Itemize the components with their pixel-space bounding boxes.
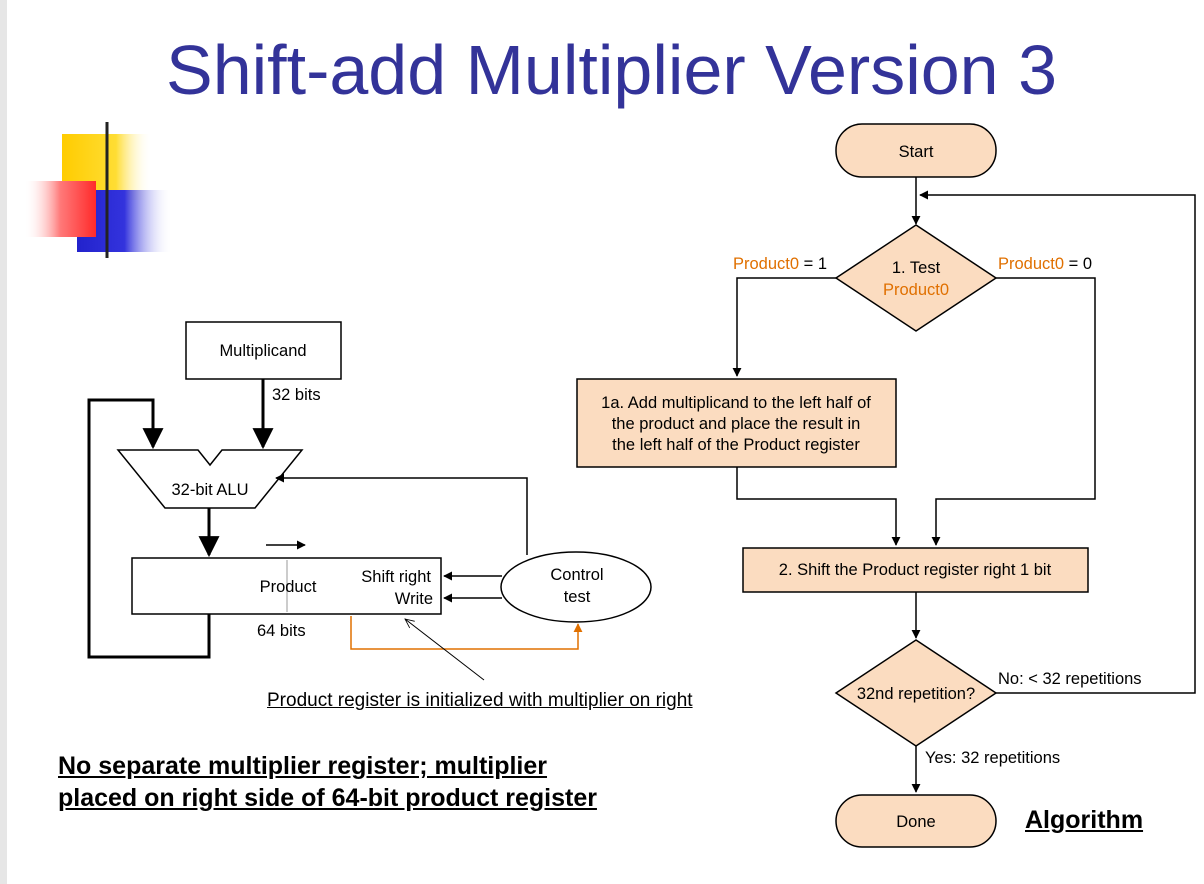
branch-left-value: = 1 bbox=[799, 255, 827, 273]
initialization-note: Product register is initialized with mul… bbox=[267, 690, 693, 711]
note-pointer-arrow bbox=[405, 619, 485, 681]
step-1a-line1: 1a. Add multiplicand to the left half of bbox=[601, 394, 871, 412]
shift-right-label: Shift right bbox=[361, 568, 431, 586]
step-1a-box bbox=[576, 378, 897, 468]
branch-right-value: = 0 bbox=[1064, 255, 1092, 273]
slide-title: Shift-add Multiplier Version 3 bbox=[166, 31, 1057, 109]
write-label: Write bbox=[395, 590, 433, 608]
branch-equals-0-arrow bbox=[931, 277, 1096, 546]
multiplicand-register bbox=[185, 321, 342, 380]
multiplicand-width-label: 32 bits bbox=[272, 386, 321, 404]
step-2-box bbox=[742, 547, 1089, 593]
test-product0-label: Product0 bbox=[883, 281, 949, 299]
multiplicand-label: Multiplicand bbox=[219, 342, 306, 360]
step-2-label: 2. Shift the Product register right 1 bi… bbox=[779, 561, 1052, 579]
branch-equals-1-arrow bbox=[732, 277, 836, 377]
start-label: Start bbox=[899, 143, 934, 161]
alu-label: 32-bit ALU bbox=[171, 481, 248, 499]
step-1a-line3: the left half of the Product register bbox=[612, 436, 860, 454]
algorithm-label: Algorithm bbox=[1025, 806, 1144, 834]
control-test-ellipse bbox=[500, 551, 652, 623]
yes-branch-label: Yes: 32 repetitions bbox=[925, 749, 1060, 767]
product-width-label: 64 bits bbox=[257, 622, 306, 640]
test-label: 1. Test bbox=[892, 259, 941, 277]
control-label: Control bbox=[550, 566, 603, 584]
branch-product0-equals-1: Product0 = 1 bbox=[733, 255, 827, 273]
no-branch-label: No: < 32 repetitions bbox=[998, 670, 1142, 688]
slide-left-edge bbox=[0, 0, 7, 884]
alu-control-arrow bbox=[275, 473, 528, 555]
bold-note-line1: No separate multiplier register; multipl… bbox=[58, 752, 548, 780]
alu-shape bbox=[116, 449, 304, 509]
step-1a-to-step-2-arrow bbox=[736, 467, 901, 546]
done-terminal bbox=[835, 794, 997, 848]
test-label: test bbox=[564, 588, 591, 606]
loop-back-arrow bbox=[919, 190, 1196, 694]
branch-right-variable: Product0 bbox=[998, 255, 1064, 273]
branch-left-variable: Product0 bbox=[733, 255, 799, 273]
bold-note: No separate multiplier register; multipl… bbox=[58, 750, 597, 814]
step-1a-line2: the product and place the result in bbox=[612, 415, 861, 433]
product0-test-arrow bbox=[350, 616, 583, 650]
done-label: Done bbox=[896, 813, 935, 831]
decorative-squares-logo bbox=[24, 122, 1204, 258]
branch-product0-equals-0: Product0 = 0 bbox=[998, 255, 1092, 273]
repetition-label: 32nd repetition? bbox=[857, 685, 975, 703]
bold-note-line2: placed on right side of 64-bit product r… bbox=[58, 784, 597, 812]
test-product0-decision bbox=[834, 224, 998, 332]
product-feedback-bus bbox=[87, 398, 211, 659]
product-label: Product bbox=[260, 578, 317, 596]
